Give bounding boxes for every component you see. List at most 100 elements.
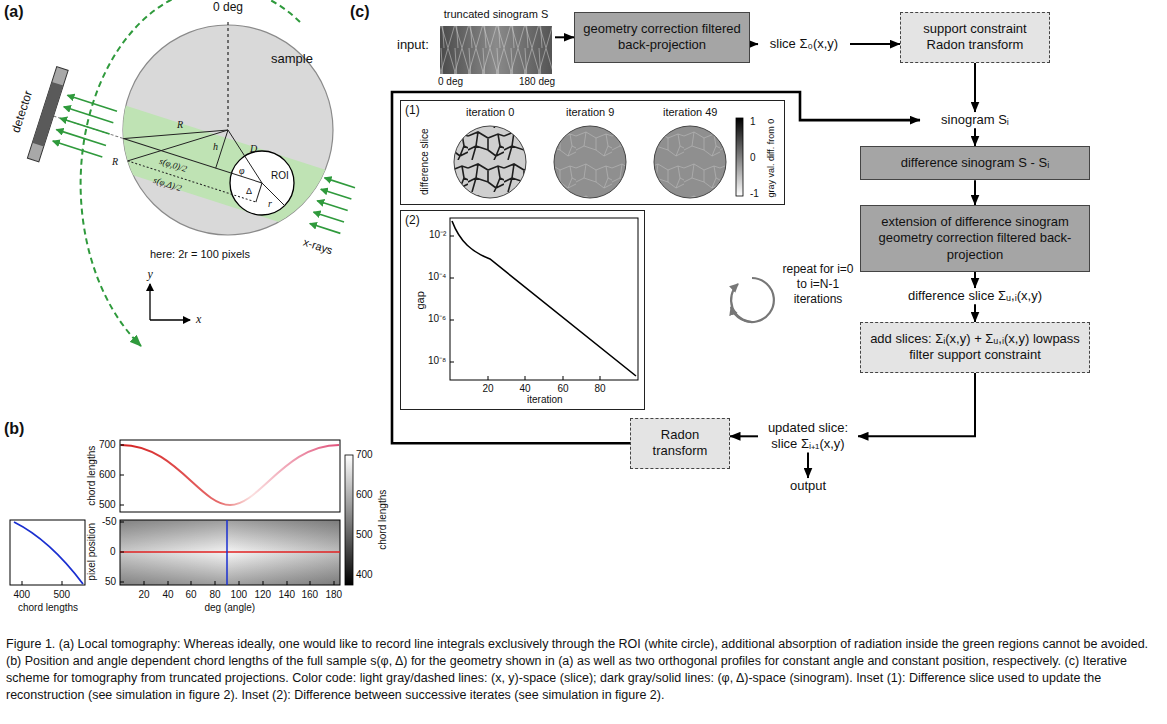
label-text: 10⁻⁴: [428, 271, 446, 283]
label-text: 60: [186, 589, 197, 601]
label-text: 40: [520, 383, 531, 395]
label-text: φ: [239, 165, 245, 177]
label-text: 180 deg: [519, 76, 555, 88]
label-text: 600: [99, 469, 116, 481]
label-text: input:: [397, 38, 429, 53]
label-text: 20: [139, 589, 150, 601]
flow-arrow: [974, 180, 976, 205]
flow-arrow: [555, 36, 574, 38]
label-text: (b): [4, 420, 24, 438]
label-text: chord lengths: [377, 490, 389, 550]
label-text: 700: [99, 439, 116, 451]
label-text: D: [250, 143, 257, 155]
label-text: x-rays: [302, 235, 334, 256]
flow-arrow: [730, 435, 758, 437]
node-text: extension of difference sinogram geometr…: [869, 214, 1081, 263]
label-text: pixel position: [86, 523, 98, 581]
label-text: x: [196, 313, 201, 327]
label-text: 0 deg: [438, 76, 463, 88]
label-text: 400: [356, 569, 373, 581]
loop-note: repeat for i=0 to i=N-1 iterations: [782, 262, 854, 307]
label-text: 0: [750, 152, 756, 164]
label-text: 10⁻²: [429, 229, 446, 241]
label-text: 50: [105, 576, 116, 588]
label-text: 10⁻⁸: [428, 355, 446, 367]
label-text: 80: [210, 589, 221, 601]
label-text: deg (angle): [205, 602, 256, 614]
label-text: y: [148, 268, 153, 282]
flow-arrow: [974, 304, 976, 322]
process-box: geometry correction filtered back-projec…: [574, 12, 750, 63]
label-text: iteration 0: [466, 106, 514, 119]
label-text: 60: [558, 383, 569, 395]
process-box: difference sinogram S - Sᵢ: [860, 146, 1090, 180]
label-text: Δ: [246, 186, 252, 196]
output-text: output: [778, 478, 838, 494]
label-text: R: [112, 156, 118, 168]
label-text: R: [177, 119, 183, 131]
node-text: updated slice: slice Σᵢ₊₁(x,y): [758, 420, 858, 453]
node-text: sinogram Sᵢ: [920, 112, 1030, 128]
label-text: 10⁻⁶: [428, 313, 446, 325]
node-text: add slices: Σᵢ(x,y) + Σᵤ,ᵢ(x,y) lowpass …: [869, 331, 1081, 364]
node-text: (2): [405, 213, 640, 228]
flow-arrow: [974, 272, 976, 288]
label-text: 20: [483, 383, 494, 395]
label-text: -50: [102, 516, 116, 528]
node-text: slice Σ₀(x,y): [758, 36, 850, 52]
label-text: r: [268, 198, 272, 210]
label-text: 600: [356, 489, 373, 501]
node-text: repeat for i=0 to i=N-1 iterations: [782, 262, 854, 307]
label-text: 100: [231, 589, 248, 601]
label-text: 500: [54, 589, 71, 601]
flow-arrow: [807, 453, 809, 479]
process-box: support constraint Radon transform: [900, 12, 1050, 63]
label-text: 500: [99, 499, 116, 511]
label-text: iteration 9: [566, 106, 614, 119]
label-text: 40: [163, 589, 174, 601]
node-text: support constraint Radon transform: [909, 21, 1041, 54]
node-text: Radon transform: [639, 427, 721, 460]
label-text: 700: [356, 449, 373, 461]
flow-arrow: [750, 43, 758, 45]
label-text: gray val. diff. from 0: [766, 119, 776, 198]
label-text: 180: [326, 589, 343, 601]
label-text: (a): [4, 3, 24, 21]
label-text: -1: [750, 188, 759, 200]
flow-arrow: [858, 373, 975, 437]
label-text: iteration 49: [663, 106, 717, 119]
intermediate-slice: updated slice: slice Σᵢ₊₁(x,y): [758, 420, 858, 453]
process-box: extension of difference sinogram geometr…: [860, 205, 1090, 272]
label-text: difference slice: [418, 128, 430, 195]
label-text: 80: [595, 383, 606, 395]
label-text: iteration: [527, 394, 563, 406]
flow-arrow: [974, 63, 976, 113]
label-text: 0 deg: [211, 1, 245, 15]
label-text: 500: [356, 529, 373, 541]
label-text: 140: [279, 589, 296, 601]
label-text: ROI: [271, 170, 289, 182]
flow-arrow: [974, 128, 976, 146]
label-text: here: 2r = 100 pixels: [150, 248, 250, 261]
label-text: detector: [9, 89, 36, 135]
node-text: output: [778, 478, 838, 494]
figure-caption: Figure 1. (a) Local tomography: Whereas …: [6, 636, 1161, 704]
label-text: h: [213, 141, 218, 153]
intermediate-slice: slice Σ₀(x,y): [758, 36, 850, 52]
label-text: 1: [750, 116, 756, 128]
process-box: Radon transform: [630, 418, 730, 469]
node-text: difference sinogram S - Sᵢ: [869, 155, 1081, 171]
label-text: 400: [14, 589, 31, 601]
label-text: chord lengths: [86, 446, 98, 506]
flow-arrow: [392, 92, 920, 443]
label-text: sample: [271, 52, 313, 67]
node-text: truncated sinogram S: [437, 8, 555, 22]
label-text: 160: [302, 589, 319, 601]
label-text: 120: [255, 589, 272, 601]
process-box: add slices: Σᵢ(x,y) + Σᵤ,ᵢ(x,y) lowpass …: [860, 322, 1090, 373]
input-sinogram: truncated sinogram S: [437, 8, 555, 74]
label-text: (c): [350, 3, 370, 21]
flow-arrow: [850, 43, 900, 45]
label-text: gap: [414, 291, 427, 309]
intermediate-sinogram: sinogram Sᵢ: [920, 112, 1030, 128]
